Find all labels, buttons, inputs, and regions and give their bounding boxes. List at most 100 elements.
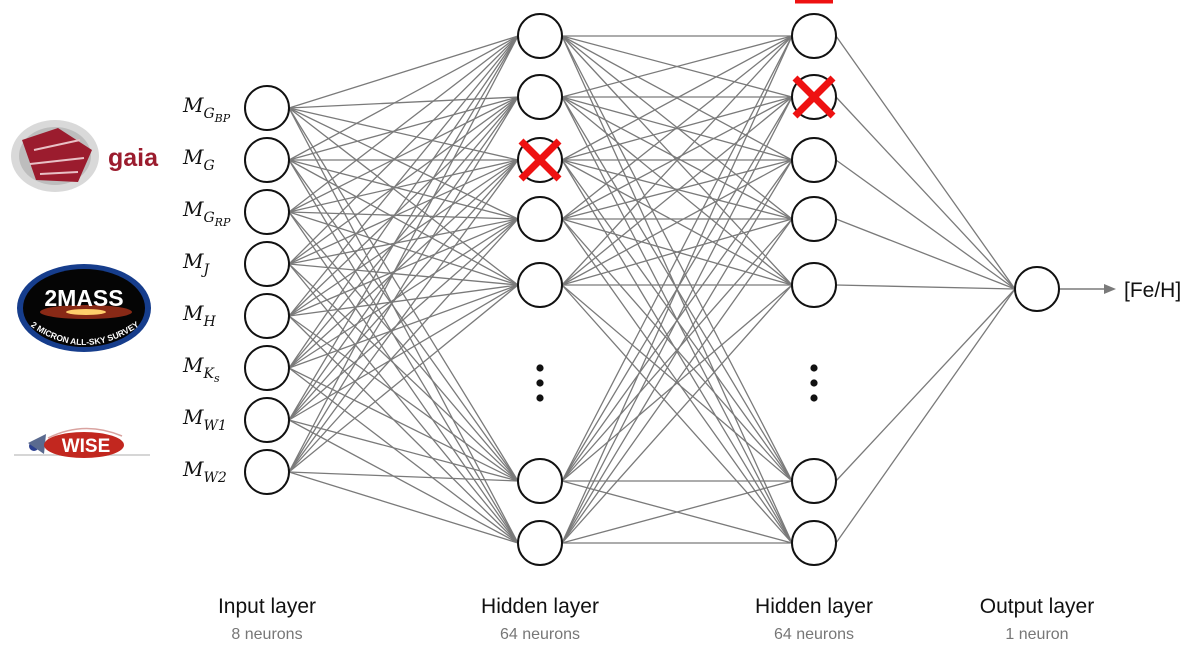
ellipsis-dots (536, 364, 818, 402)
connection-input-3-to-hidden1-0 (288, 35, 519, 265)
input-label-6: MW1 (182, 405, 227, 434)
connection-input-1-to-hidden1-3 (288, 159, 519, 220)
caption-output-title: Output layer (980, 595, 1094, 618)
connection-hidden2-0-to-output-0 (835, 35, 1016, 290)
neuron-input-0 (244, 85, 290, 131)
ellipsis-dot-hidden2-2 (810, 394, 818, 402)
connection-input-6-to-hidden1-1 (288, 96, 519, 421)
connection-input-7-to-hidden1-0 (288, 35, 519, 473)
connection-hidden1-4-to-hidden2-0 (561, 35, 793, 286)
neuron-hidden1-3 (517, 196, 563, 242)
connection-input-6-to-hidden1-6 (288, 419, 519, 544)
neuron-output-0 (1014, 266, 1060, 312)
connection-input-6-to-hidden1-2 (288, 159, 519, 421)
connection-input-1-to-hidden1-0 (288, 35, 519, 161)
connection-input-4-to-hidden1-3 (288, 218, 519, 317)
neuron-hidden2-6 (791, 520, 837, 566)
connection-input-2-to-hidden1-0 (288, 35, 519, 213)
caption-hidden1-title: Hidden layer (481, 595, 599, 618)
output-arrow (1059, 284, 1116, 294)
connection-input-2-to-hidden1-2 (288, 159, 519, 213)
connection-input-7-to-hidden1-2 (288, 159, 519, 473)
connection-input-6-to-hidden1-0 (288, 35, 519, 421)
neuron-input-5 (244, 345, 290, 391)
connection-input-5-to-hidden1-0 (288, 35, 519, 369)
connection-hidden2-4-to-output-0 (835, 284, 1016, 290)
connection-input-2-to-hidden1-4 (288, 211, 519, 286)
input-label-7: MW2 (182, 457, 227, 486)
neuron-hidden1-6 (517, 520, 563, 566)
neuron-input-3 (244, 241, 290, 287)
connection-hidden1-5-to-hidden2-4 (561, 284, 793, 482)
connection-input-7-to-hidden1-4 (288, 284, 519, 473)
neuron-input-7 (244, 449, 290, 495)
connection-hidden1-6-to-hidden2-0 (561, 35, 793, 544)
connection-input-0-to-hidden1-0 (288, 35, 519, 109)
connection-input-3-to-hidden1-4 (288, 263, 519, 286)
connection-hidden1-3-to-hidden2-1 (561, 96, 793, 220)
neuron-hidden2-0 (791, 13, 837, 59)
connection-input-4-to-hidden1-2 (288, 159, 519, 317)
dropout-x-icon-hidden1-2 (518, 138, 562, 182)
output-label: [Fe/H] (1124, 279, 1181, 302)
neuron-hidden1-5 (517, 458, 563, 504)
connection-input-2-to-hidden1-1 (288, 96, 519, 213)
connection-hidden1-6-to-hidden2-1 (561, 96, 793, 544)
neuron-input-6 (244, 397, 290, 443)
connection-input-2-to-hidden1-3 (288, 211, 519, 220)
connection-input-5-to-hidden1-3 (288, 218, 519, 369)
connection-hidden2-6-to-output-0 (835, 288, 1016, 544)
connections (288, 35, 1016, 544)
gaia-logo-text: gaia (108, 144, 159, 172)
twomass-logo: 2MASS 2 MICRON ALL-SKY SURVEY (17, 264, 151, 352)
neuron-input-1 (244, 137, 290, 183)
connection-input-1-to-hidden1-5 (288, 159, 519, 482)
dropout-x-icon-hidden2-1 (792, 75, 836, 119)
input-label-5: MKs (182, 353, 220, 385)
ellipsis-dot-hidden1-2 (536, 394, 544, 402)
neuron-hidden1-1 (517, 74, 563, 120)
connection-hidden1-4-to-hidden2-2 (561, 159, 793, 286)
input-label-3: MJ (182, 249, 210, 278)
connection-input-4-to-hidden1-4 (288, 284, 519, 317)
connection-input-7-to-hidden1-6 (288, 471, 519, 544)
connection-input-3-to-hidden1-3 (288, 218, 519, 265)
caption-output-layer: Output layer 1 neuron (980, 595, 1094, 643)
neuron-hidden2-4 (791, 262, 837, 308)
connection-input-1-to-hidden1-4 (288, 159, 519, 286)
input-label-1: MG (182, 145, 215, 174)
connection-input-3-to-hidden1-1 (288, 96, 519, 265)
connection-hidden2-5-to-output-0 (835, 288, 1016, 482)
connection-input-0-to-hidden1-6 (288, 107, 519, 544)
connection-hidden1-3-to-hidden2-0 (561, 35, 793, 220)
connection-hidden1-2-to-hidden2-1 (561, 96, 793, 161)
neuron-input-4 (244, 293, 290, 339)
dropout-marks (518, 0, 836, 182)
connection-input-7-to-hidden1-1 (288, 96, 519, 473)
connection-input-0-to-hidden1-3 (288, 107, 519, 220)
caption-hidden2-title: Hidden layer (755, 595, 873, 618)
connection-hidden2-3-to-output-0 (835, 218, 1016, 290)
connection-hidden1-6-to-hidden2-5 (561, 480, 793, 544)
caption-input-sub: 8 neurons (231, 626, 302, 643)
caption-input-title: Input layer (218, 595, 316, 618)
ellipsis-dot-hidden1-1 (536, 379, 544, 387)
connection-input-5-to-hidden1-4 (288, 284, 519, 369)
connection-hidden1-4-to-hidden2-1 (561, 96, 793, 286)
connection-hidden1-2-to-hidden2-0 (561, 35, 793, 161)
neuron-hidden1-0 (517, 13, 563, 59)
neuron-hidden2-5 (791, 458, 837, 504)
connection-input-0-to-hidden1-4 (288, 107, 519, 286)
twomass-logo-title: 2MASS (44, 285, 123, 311)
connection-hidden1-6-to-hidden2-3 (561, 218, 793, 544)
connection-hidden1-5-to-hidden2-3 (561, 218, 793, 482)
neuron-hidden2-3 (791, 196, 837, 242)
input-label-0: MGBP (182, 93, 231, 125)
connection-input-7-to-hidden1-3 (288, 218, 519, 473)
connection-input-4-to-hidden1-1 (288, 96, 519, 317)
connection-input-4-to-hidden1-0 (288, 35, 519, 317)
caption-hidden1-sub: 64 neurons (500, 626, 580, 643)
connection-hidden1-4-to-hidden2-3 (561, 218, 793, 286)
